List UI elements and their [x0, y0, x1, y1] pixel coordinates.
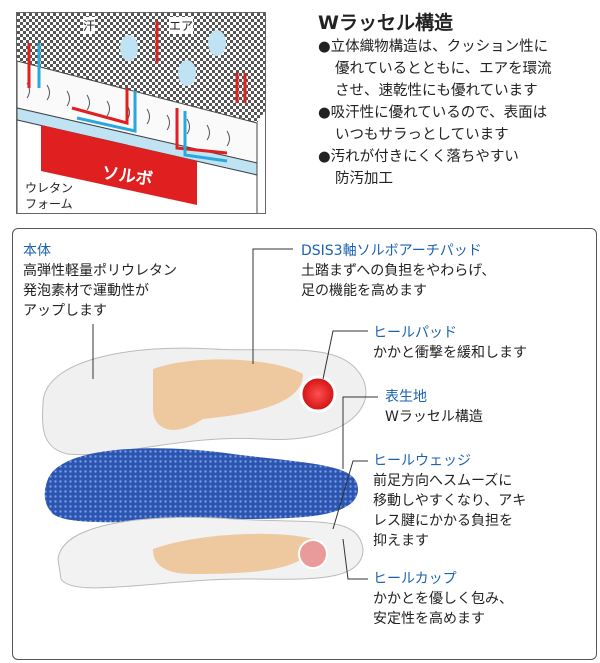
bullet-line: いつもサラっとしています: [335, 127, 509, 143]
bullet-line: ●立体織物構造は、クッション性に: [318, 39, 549, 55]
callout-text: 移動しやすくなり、アキ: [373, 493, 527, 509]
callout-heading: ヒールカップ: [373, 571, 457, 587]
callout-text: レス腱にかかる負担を: [373, 513, 513, 529]
bullet-line: 優れているとともに、エアを環流: [335, 61, 552, 77]
bullet-line: ●吸汗性に優れているので、表面は: [318, 105, 548, 121]
callout-heading: DSIS3軸ソルボアーチパッド: [301, 243, 482, 259]
callout-text: 発泡素材で運動性が: [23, 283, 149, 299]
label-air: エア: [169, 17, 194, 34]
bullet-2: ●吸汗性に優れているので、表面は いつもサラっとしています: [318, 102, 600, 146]
callout-heading: ヒールウェッジ: [373, 453, 471, 469]
callout-text: アップします: [23, 303, 107, 319]
callout-text: 高弾性軽量ポリウレタン: [23, 263, 177, 279]
label-urethane-foam-1: ウレタン: [25, 181, 74, 195]
bullet-line: させ、速乾性にも優れています: [335, 83, 538, 99]
callout-heading: 表生地: [385, 389, 427, 405]
callout-body: 本体 高弾性軽量ポリウレタン 発泡素材で運動性が アップします: [23, 241, 177, 321]
callout-text: Wラッセル構造: [385, 409, 483, 425]
callout-heel-pad: ヒールパッド かかと衝撃を緩和します: [373, 323, 527, 363]
callout-heading: ヒールパッド: [373, 325, 457, 341]
callout-text: 安定性を高めます: [373, 611, 485, 627]
callout-text: かかとを優しく包み、: [373, 591, 513, 607]
callout-text: 土踏まずへの負担をやわらげ、: [301, 263, 496, 279]
w-russell-title: Wラッセル構造: [318, 12, 453, 34]
callout-text: 前足方向へスムーズに: [373, 473, 513, 489]
insole-diagram-panel: 本体 高弾性軽量ポリウレタン 発泡素材で運動性が アップします DSIS3軸ソル…: [12, 228, 597, 660]
label-urethane-foam-2: フォーム: [25, 197, 73, 211]
callout-heading: 本体: [23, 243, 51, 259]
w-russell-structure-illustration: ソルボ 汗 エア ウレタン フォーム: [16, 12, 266, 214]
callout-text: かかと衝撃を緩和します: [373, 345, 527, 361]
callout-heel-wedge: ヒールウェッジ 前足方向へスムーズに 移動しやすくなり、アキ レス腱にかかる負担…: [373, 451, 526, 551]
bullet-line: 防汚加工: [335, 171, 393, 187]
bullet-1: ●立体織物構造は、クッション性に 優れているとともに、エアを環流 させ、速乾性に…: [318, 36, 600, 102]
bullet-line: ●汚れが付きにくく落ちやすい: [318, 149, 519, 165]
label-sweat: 汗: [83, 17, 96, 34]
callout-text: 足の機能を高めます: [301, 283, 427, 299]
callout-arch-pad: DSIS3軸ソルボアーチパッド 土踏まずへの負担をやわらげ、 足の機能を高めます: [301, 241, 495, 301]
insole-illustration: [41, 248, 378, 589]
callout-surface-fabric: 表生地 Wラッセル構造: [385, 387, 483, 427]
callout-text: 抑えます: [373, 533, 429, 549]
bullet-3: ●汚れが付きにくく落ちやすい 防汚加工: [318, 146, 600, 190]
callout-heel-cup: ヒールカップ かかとを優しく包み、 安定性を高めます: [373, 569, 513, 629]
